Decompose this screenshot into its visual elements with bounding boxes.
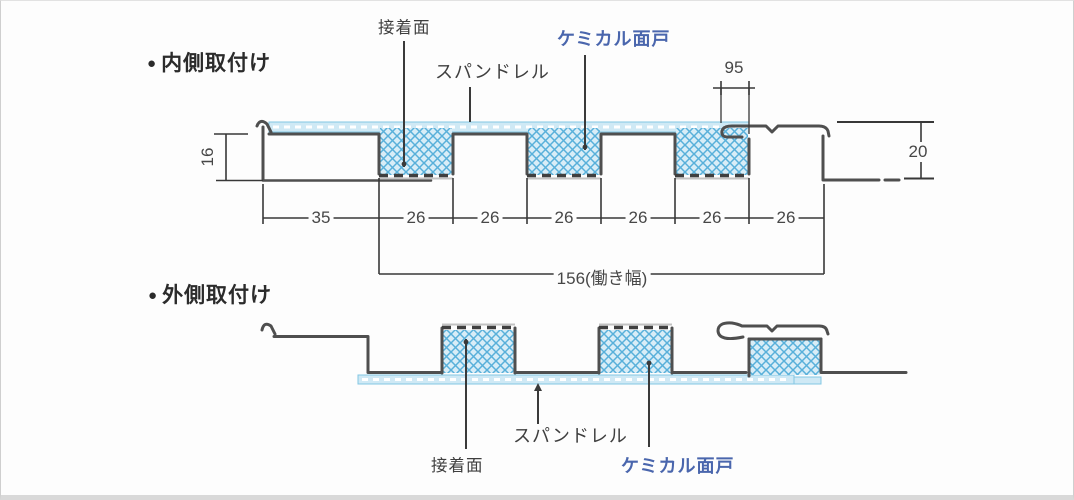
bottom-label-adhesive: 接着面 <box>431 457 484 475</box>
dim-pitch-26: 26 <box>551 208 577 228</box>
bottom-hatch-blocks <box>443 330 820 375</box>
bottom-chemical-strip <box>357 374 822 385</box>
dim-pitch-26: 26 <box>403 208 429 228</box>
bottom-label-spandrel: スパンドレル <box>513 426 628 446</box>
dim-pitch-26: 26 <box>625 208 651 228</box>
dim-pitch-26: 26 <box>773 208 799 228</box>
dim-left-35: 35 <box>308 208 334 228</box>
dim-working-width: 156(働き幅) <box>553 264 651 289</box>
top-adhesive-dashes <box>379 173 749 180</box>
top-hatch-blocks <box>380 128 748 175</box>
top-section-title: ●内側取付け <box>147 47 271 77</box>
bullet-icon: ● <box>147 55 158 72</box>
bottom-label-chemical: ケミカル面戸 <box>621 456 735 476</box>
dim-seam-95: 95 <box>721 58 747 78</box>
top-label-spandrel: スパンドレル <box>435 62 550 82</box>
top-profile <box>255 119 901 182</box>
top-leaders <box>401 41 588 167</box>
bottom-title-text: 外側取付け <box>162 284 273 307</box>
bottom-leaders <box>463 339 652 449</box>
dim-height-16: 16 <box>198 145 218 169</box>
top-label-adhesive: 接着面 <box>378 19 431 37</box>
bullet-icon: ● <box>148 287 159 304</box>
top-title-text: 内側取付け <box>161 52 272 75</box>
top-label-chemical: ケミカル面戸 <box>557 29 671 49</box>
dim-right-20: 20 <box>905 142 931 162</box>
bottom-profile <box>260 321 908 378</box>
dim-pitch-26: 26 <box>699 208 725 228</box>
dim-pitch-26: 26 <box>477 208 503 228</box>
bottom-section-title: ●外側取付け <box>148 279 272 309</box>
bottom-adhesive-dashes <box>442 323 672 330</box>
